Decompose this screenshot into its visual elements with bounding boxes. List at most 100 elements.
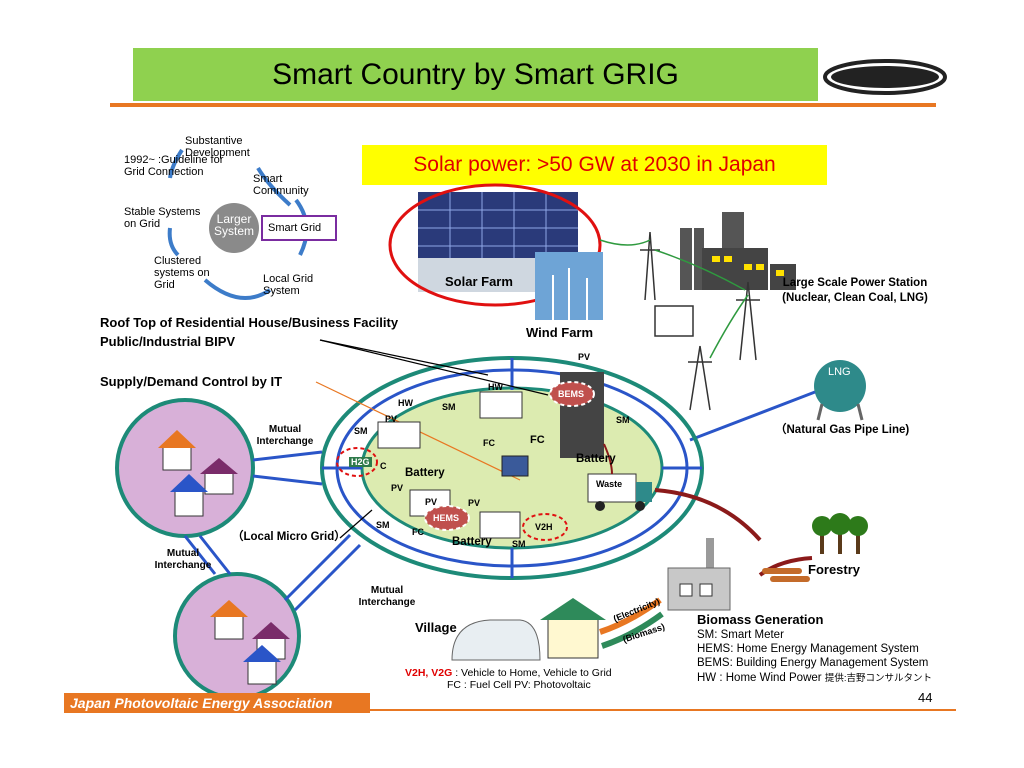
highlight-box: Solar power: >50 GW at 2030 in Japan <box>362 145 827 185</box>
truck-wheel <box>595 501 605 511</box>
forestry-label: Forestry <box>808 562 861 577</box>
power-lines <box>599 239 749 359</box>
v2h-note-key: V2H, V2G <box>405 667 453 679</box>
cycle-substantive: Substantive Development <box>185 135 250 159</box>
waste-truck-cab <box>636 482 652 502</box>
footer-bar: Japan Photovoltaic Energy Association <box>64 693 370 713</box>
large-scale-label: Large Scale Power Station (Nuclear, Clea… <box>782 277 928 304</box>
jpea-logo <box>823 59 947 95</box>
footer-text: Japan Photovoltaic Energy Association <box>70 695 333 711</box>
solar-panels-grid <box>418 192 578 260</box>
pointer-lines <box>319 339 549 539</box>
fc-pv-note: FC : Fuel Cell PV: Photovoltaic <box>447 679 591 691</box>
computer-monitor <box>501 455 529 477</box>
bems-label: BEMS <box>558 389 585 399</box>
sm-label: SM <box>442 402 456 412</box>
highlight-text: Solar power: >50 GW at 2030 in Japan <box>413 153 776 176</box>
fc-label: FC <box>530 434 545 446</box>
c-label: C <box>380 461 387 471</box>
v2h-note: V2H, V2G : Vehicle to Home, Vehicle to G… <box>405 667 612 679</box>
village-roof <box>540 598 606 620</box>
pv-label: PV <box>578 352 591 362</box>
pv-label: PV <box>391 483 404 493</box>
wind-farm-label: Wind Farm <box>526 325 594 340</box>
battery-label: Battery <box>576 453 616 465</box>
electricity-arrow <box>599 597 662 635</box>
cycle-stable: Stable Systems on Grid <box>124 206 201 230</box>
gas-pipe-label: （Natural Gas Pipe Line) <box>775 424 910 436</box>
bipv-label: Public/Industrial BIPV <box>100 334 236 349</box>
smart-grid-box <box>261 215 337 241</box>
waste-arrow <box>603 443 613 475</box>
village-house <box>547 617 599 659</box>
larger-system-sphere <box>209 203 259 253</box>
fc-label: FC <box>483 438 495 448</box>
hems-badge <box>424 505 470 531</box>
biomass-plant <box>667 567 731 611</box>
cycle-local-grid: Local Grid System <box>263 273 314 297</box>
lng-label: LNG <box>828 366 851 378</box>
pv-label: PV <box>468 498 481 508</box>
house-hw <box>479 391 523 419</box>
logs <box>762 568 810 582</box>
supply-demand-label: Supply/Demand Control by IT <box>100 374 283 389</box>
cycle-arrow <box>167 227 180 257</box>
cycle-clustered: Clustered systems on Grid <box>154 255 210 291</box>
solar-farm-ground <box>418 258 538 292</box>
sm-label: SM <box>616 415 630 425</box>
header-rule <box>110 103 936 107</box>
lng-tank-legs <box>816 403 864 421</box>
legend-bems: BEMS: Building Energy Management System <box>697 657 929 669</box>
micro-grid-spokes <box>322 358 702 578</box>
hems-label: HEMS <box>433 513 460 523</box>
house-pv <box>377 421 421 449</box>
interchange-links <box>183 450 362 612</box>
waste-label: Waste <box>596 479 623 489</box>
title-bar: Smart Country by Smart GRIG <box>133 48 818 101</box>
cycle-arrow <box>256 166 292 207</box>
local-micro-grid-label: （Local Micro Grid） <box>232 531 346 543</box>
fc-label: FC <box>412 527 424 537</box>
solar-farm-label: Solar Farm <box>445 274 513 289</box>
village-label: Village <box>415 620 457 635</box>
biomass-chimney <box>706 538 714 570</box>
sm-label: SM <box>354 426 368 436</box>
lng-tank <box>814 360 866 412</box>
hw-label: HW <box>398 398 413 408</box>
pv-label: PV <box>425 497 438 507</box>
wind-turbines <box>552 268 588 320</box>
bems-badge <box>549 381 595 407</box>
forest-trees <box>812 513 868 554</box>
biomass-generation-label: Biomass Generation <box>697 612 824 627</box>
cycle-center: Larger System <box>213 212 254 238</box>
house-battery <box>479 511 521 539</box>
cycle-smart-community: Smart Community <box>253 173 309 197</box>
biomass-arrow <box>601 611 664 649</box>
community-houses <box>158 430 290 685</box>
legend-credit: 提供:吉野コンサルタント <box>824 673 932 684</box>
truck-wheel <box>635 501 645 511</box>
v2h-note-text: : Vehicle to Home, Vehicle to Grid <box>455 667 612 679</box>
page-number: 44 <box>918 690 933 705</box>
roof-top-label: Roof Top of Residential House/Business F… <box>100 315 399 330</box>
sm-label: SM <box>376 520 390 530</box>
greenhouse <box>451 619 541 661</box>
footer-rule <box>370 709 956 711</box>
office-building <box>654 305 694 337</box>
legend-sm: SM: Smart Meter <box>697 629 784 641</box>
h2g-badge <box>336 447 378 477</box>
battery-label: Battery <box>405 467 445 479</box>
gas-pipeline <box>689 390 816 442</box>
page-title: Smart Country by Smart GRIG <box>272 57 679 91</box>
hw-label: HW <box>488 382 503 392</box>
mutual-interchange-3: Mutual Interchange <box>358 585 416 608</box>
battery-label: Battery <box>452 536 492 548</box>
cycle-arrow <box>168 148 184 179</box>
biomass-flow-arrow <box>654 488 762 542</box>
power-station-windows <box>712 256 784 276</box>
sm-label: SM <box>512 539 526 549</box>
pv-label: PV <box>385 414 398 424</box>
waste-truck <box>587 473 637 503</box>
transmission-towers <box>640 231 760 411</box>
